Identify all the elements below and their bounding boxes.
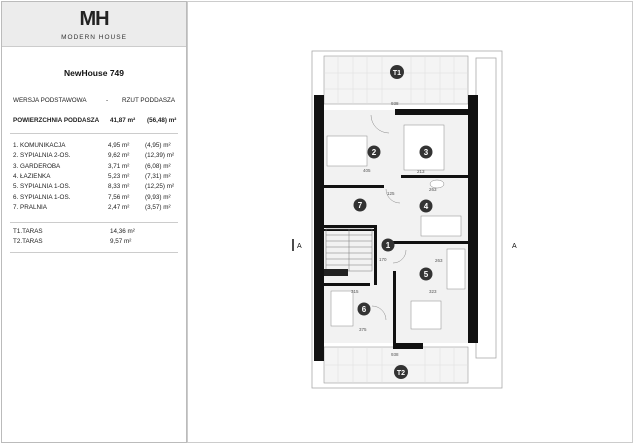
dim-r3: 213 bbox=[417, 169, 425, 174]
room-marker-circle bbox=[419, 199, 433, 213]
logo: MH MODERN HOUSE bbox=[2, 2, 186, 47]
terrace-name: T1.TARAS bbox=[13, 228, 43, 235]
room-net: 8,33 m² bbox=[108, 183, 130, 191]
room-name: 6. SYPIALNIA 1-OS. bbox=[13, 193, 71, 201]
room-name: 4. ŁAZIENKA bbox=[13, 172, 51, 180]
room-marker-circle bbox=[353, 198, 367, 212]
area-net: 41,87 m² bbox=[110, 117, 136, 124]
room-marker-label: 3 bbox=[424, 148, 429, 157]
dim-r5b: 263 bbox=[435, 258, 443, 263]
divider bbox=[10, 133, 178, 134]
room-net: 2,47 m² bbox=[108, 203, 130, 211]
stairs bbox=[325, 228, 373, 272]
room-marker-circle bbox=[381, 238, 395, 252]
room-marker-label: T1 bbox=[393, 70, 401, 77]
info-panel: MH MODERN HOUSE NewHouse 749 WERSJA PODS… bbox=[1, 1, 187, 443]
area-gross: (56,48) m² bbox=[147, 117, 177, 124]
terrace-grid bbox=[324, 56, 468, 383]
door-swings bbox=[370, 114, 407, 321]
dim-r2: 405 bbox=[363, 168, 371, 173]
room-marker-label: T2 bbox=[397, 370, 405, 377]
dim-r6b: 375 bbox=[359, 327, 367, 332]
room-marker-circle bbox=[357, 302, 371, 316]
dim-top: 938 bbox=[391, 101, 399, 106]
room-gross: (12,39) m² bbox=[145, 152, 175, 160]
room-marker-label: 5 bbox=[424, 270, 429, 279]
room-gross: (6,08) m² bbox=[145, 162, 171, 170]
room-name: 1. KOMUNIKACJA bbox=[13, 142, 66, 149]
room-marker-circle bbox=[367, 145, 381, 159]
dim-r1: 170 bbox=[379, 257, 387, 262]
room-marker-label: 4 bbox=[424, 202, 429, 211]
section-marker-left: A bbox=[297, 243, 302, 250]
room-net: 3,71 m² bbox=[108, 162, 130, 170]
room-net: 9,62 m² bbox=[108, 152, 130, 160]
terrace-name: T2.TARAS bbox=[13, 238, 43, 245]
section-markers: A A bbox=[292, 239, 517, 251]
room-net: 7,56 m² bbox=[108, 193, 130, 201]
room-marker-circle bbox=[390, 65, 404, 79]
room-name: 7. PRALNIA bbox=[13, 203, 47, 211]
room-marker-circle bbox=[394, 365, 408, 379]
terrace-area: 9,57 m² bbox=[110, 238, 132, 245]
room-name: 2. SYPIALNIA 2-OS. bbox=[13, 152, 71, 160]
brand-name: MODERN HOUSE bbox=[61, 34, 127, 41]
dim-r4: 263 bbox=[429, 187, 437, 192]
roof-edge bbox=[475, 57, 497, 359]
room-marker-circle bbox=[419, 145, 433, 159]
room-name: 5. SYPIALNIA 1-OS. bbox=[13, 183, 71, 191]
project-title: NewHouse 749 bbox=[64, 68, 124, 78]
room-gross: (4,95) m² bbox=[145, 142, 171, 149]
version-label: WERSJA PODSTAWOWA bbox=[13, 97, 87, 104]
dim-hall: 125 bbox=[387, 191, 395, 196]
dim-r6: 315 bbox=[351, 289, 359, 294]
room-gross: (3,57) m² bbox=[145, 203, 171, 211]
room-marker-label: 1 bbox=[386, 241, 391, 250]
room-gross: (7,31) m² bbox=[145, 172, 171, 180]
kitchenette bbox=[324, 269, 348, 276]
roof-outline bbox=[311, 50, 503, 389]
dim-bottom: 938 bbox=[391, 352, 399, 357]
version-separator: - bbox=[106, 97, 109, 104]
room-marker-label: 6 bbox=[362, 305, 367, 314]
dim-r5: 323 bbox=[429, 289, 437, 294]
area-label: POWIERZCHNIA PODDASZA bbox=[13, 117, 100, 124]
room-net: 5,23 m² bbox=[108, 172, 130, 180]
room-gross: (9,93) m² bbox=[145, 193, 171, 201]
divider bbox=[10, 222, 178, 223]
room-marker-label: 2 bbox=[372, 148, 377, 157]
logo-mark: MH bbox=[79, 8, 109, 30]
terrace-area: 14,36 m² bbox=[110, 228, 135, 235]
terrace-t1 bbox=[323, 55, 469, 105]
floor-plan-area: A A 938 938 405 213 263 125 170 323 263 … bbox=[187, 1, 633, 443]
room-net: 4,95 m² bbox=[108, 142, 130, 149]
room-name: 3. GARDEROBA bbox=[13, 162, 61, 170]
floor-plan: A A 938 938 405 213 263 125 170 323 263 … bbox=[292, 50, 517, 389]
room-marker-circle bbox=[419, 267, 433, 281]
section-marker-right: A bbox=[512, 243, 517, 250]
view-label: RZUT PODDASZA bbox=[122, 97, 176, 104]
room-gross: (12,25) m² bbox=[145, 183, 175, 191]
room-marker-label: 7 bbox=[358, 201, 363, 210]
divider bbox=[10, 252, 178, 253]
dimension-labels: 938 938 405 213 263 125 170 323 263 315 … bbox=[351, 101, 443, 357]
furniture bbox=[326, 124, 466, 330]
